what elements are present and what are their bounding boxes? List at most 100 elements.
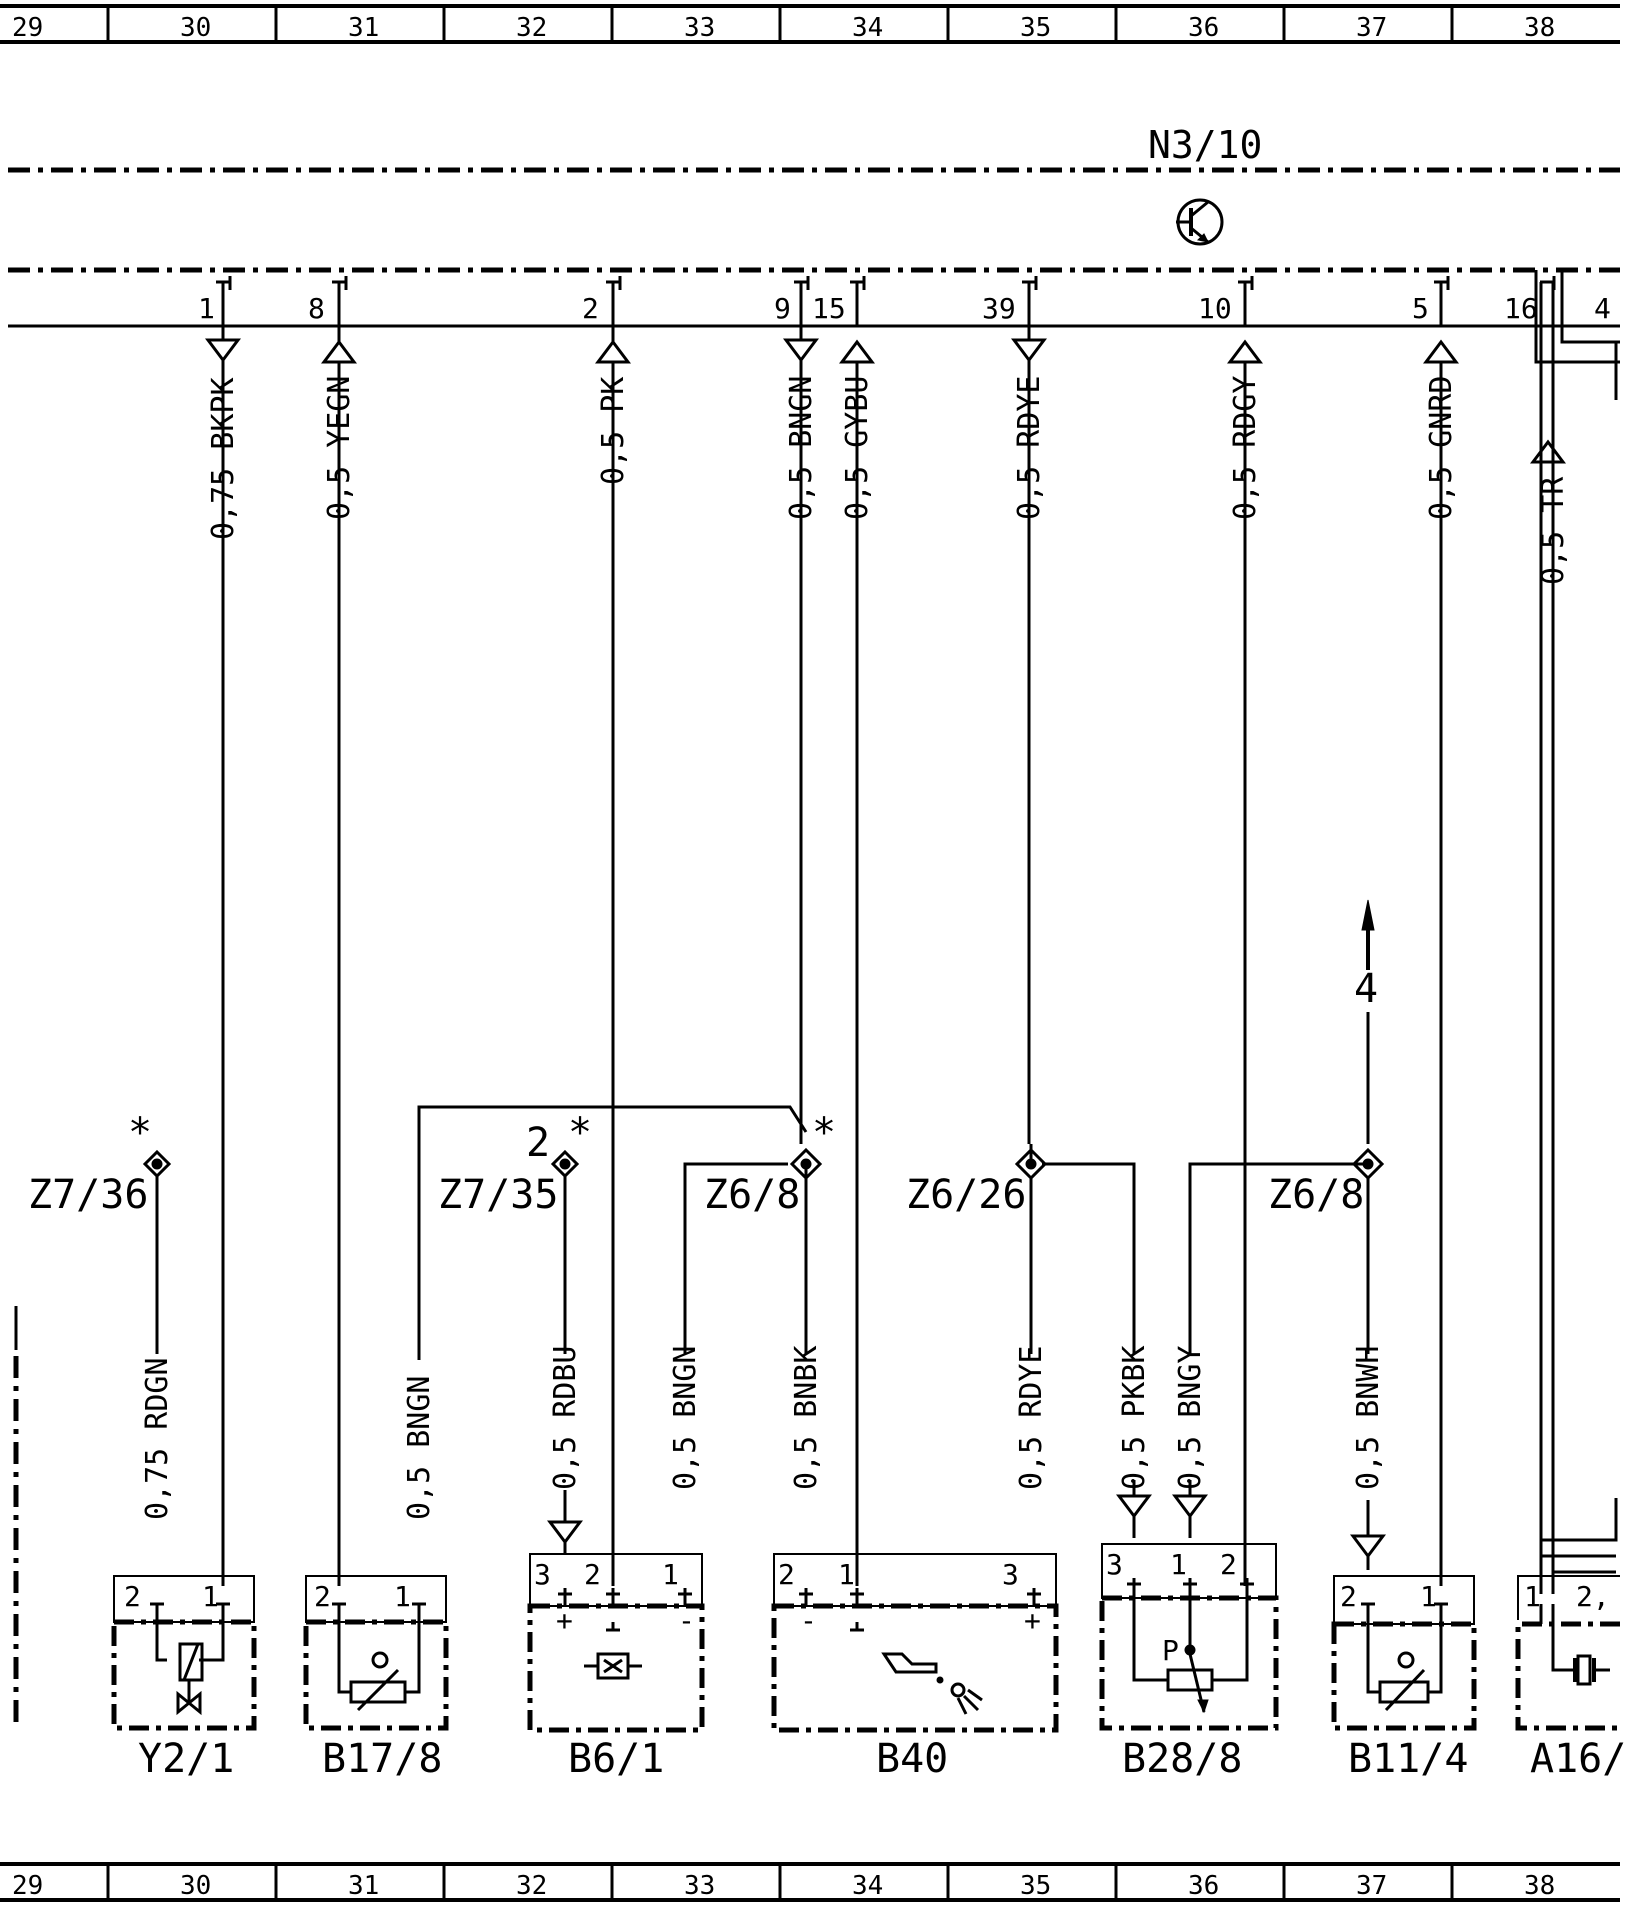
wire-label: 0,5 RDYE bbox=[1014, 1346, 1049, 1491]
wire-label: 0,5 BNGN bbox=[668, 1346, 703, 1491]
grid-number: 32 bbox=[516, 1871, 547, 1901]
pin-number: 1 bbox=[1170, 1548, 1187, 1581]
component-b11-4: 2 1 B11/4 bbox=[1331, 1575, 1477, 1782]
pin-number: 10 bbox=[1198, 292, 1232, 325]
wire-label: 0,75 RDGN bbox=[140, 1357, 175, 1520]
grid-number: 33 bbox=[684, 1871, 715, 1901]
wire-label: 0,5 TR bbox=[1536, 476, 1571, 585]
temperature-sensor-icon bbox=[1378, 1651, 1430, 1712]
arrow-up-icon bbox=[1530, 439, 1566, 464]
splice-point: * Z7/36 bbox=[28, 1110, 172, 1218]
top-grid-strip: 29 30 31 32 33 34 35 36 37 38 bbox=[0, 4, 1620, 44]
pin-number: 4 bbox=[1594, 292, 1611, 325]
pin-number: 16 bbox=[1504, 292, 1538, 325]
splice-point: Z6/8 bbox=[1268, 1147, 1385, 1218]
pin-number: 2, bbox=[1576, 1580, 1610, 1613]
grid-number: 36 bbox=[1188, 13, 1219, 43]
wire-label: 0,5 YEGN bbox=[322, 376, 357, 521]
splice-extra: 2 bbox=[526, 1120, 550, 1166]
arrow-down-icon bbox=[1172, 1494, 1208, 1519]
pin-number: 3 bbox=[1002, 1558, 1019, 1591]
transistor-icon bbox=[1176, 198, 1224, 246]
wire-label: 0,5 RDYE bbox=[1012, 376, 1047, 521]
splice-mark: * bbox=[568, 1110, 592, 1156]
pin-number: 3 bbox=[1106, 1548, 1123, 1581]
pin-number: 2 bbox=[778, 1558, 795, 1591]
component-y2-1: 2 1 Y2/1 bbox=[111, 1575, 257, 1782]
pin-number: 2 bbox=[124, 1580, 141, 1613]
component-b40: 2 1 3 - + B40 bbox=[771, 1553, 1059, 1782]
component-label: B28/8 bbox=[1122, 1736, 1242, 1782]
component-label: B40 bbox=[876, 1736, 948, 1782]
pin-number: 1 bbox=[394, 1580, 411, 1613]
arrow-down-icon bbox=[547, 1520, 583, 1545]
control-module-n3-10: N3/10 bbox=[8, 123, 1620, 328]
pin-number: 1 bbox=[838, 1558, 855, 1591]
oil-sensor-icon bbox=[881, 1652, 983, 1715]
pin-number: 2 bbox=[1340, 1580, 1357, 1613]
pin-number: 8 bbox=[308, 292, 325, 325]
wire-label: 0,5 GYBU bbox=[840, 376, 875, 521]
sensor-marker: P bbox=[1162, 1634, 1179, 1667]
splice-label: Z7/36 bbox=[28, 1172, 148, 1218]
grid-number: 31 bbox=[348, 1871, 379, 1901]
component-b17-8: 2 1 B17/8 bbox=[303, 1575, 449, 1782]
lower-wire-labels: 0,75 RDGN 0,5 BNGN 0,5 RDBU 0,5 BNGN 0,5… bbox=[140, 1346, 1386, 1521]
splice-wiring bbox=[155, 1105, 1370, 1360]
arrow-reference-label: 4 bbox=[1354, 966, 1378, 1012]
pin-number: 2 bbox=[582, 292, 599, 325]
component-a16: 1 2, A16/ bbox=[1515, 1575, 1626, 1782]
temperature-sensor-icon bbox=[349, 1651, 407, 1712]
polarity-sign: - bbox=[678, 1604, 695, 1637]
splice-label: Z7/35 bbox=[438, 1172, 558, 1218]
bottom-grid-strip: 29 30 31 32 33 34 35 36 37 38 bbox=[0, 1862, 1620, 1902]
grid-number: 35 bbox=[1020, 1871, 1051, 1901]
splice-label: Z6/8 bbox=[1268, 1172, 1364, 1218]
lower-arrows bbox=[547, 1480, 1386, 1570]
pin-number: 1 bbox=[198, 292, 215, 325]
pin-number: 1 bbox=[1524, 1580, 1541, 1613]
arrow-down-icon bbox=[783, 338, 819, 363]
pin-number: 3 bbox=[534, 1558, 551, 1591]
wire-label: 0,5 RDGY bbox=[1228, 376, 1263, 521]
grid-number: 37 bbox=[1356, 1871, 1387, 1901]
arrow-down-icon bbox=[1011, 338, 1047, 363]
module-label: N3/10 bbox=[1148, 123, 1262, 167]
pin-number: 1 bbox=[202, 1580, 219, 1613]
pin-number: 1 bbox=[1420, 1580, 1437, 1613]
wire-label: 0,5 BNBK bbox=[789, 1346, 824, 1491]
component-label: B6/1 bbox=[568, 1736, 664, 1782]
grid-number: 37 bbox=[1356, 13, 1387, 43]
splice-mark: * bbox=[128, 1110, 152, 1156]
arrow-up-icon bbox=[839, 339, 875, 364]
grid-number: 35 bbox=[1020, 13, 1051, 43]
component-label: Y2/1 bbox=[138, 1736, 234, 1782]
arrow-up-icon bbox=[1423, 339, 1459, 364]
component-b6-1: 3 2 1 + - B6/1 bbox=[527, 1553, 705, 1782]
wire-label: 0,5 BNGY bbox=[1173, 1346, 1208, 1491]
grid-number: 29 bbox=[12, 13, 43, 43]
wire-label: 0,5 BNWH bbox=[1351, 1346, 1386, 1491]
hall-sensor-icon bbox=[584, 1652, 642, 1680]
wire-label: 0,5 RDBU bbox=[548, 1346, 583, 1491]
wire-label: 0,5 GNRD bbox=[1424, 376, 1459, 521]
arrow-up-icon bbox=[1227, 339, 1263, 364]
wire-label: 0,5 BNGN bbox=[784, 376, 819, 521]
grid-number: 38 bbox=[1524, 1871, 1555, 1901]
reference-arrow: 4 bbox=[1354, 899, 1378, 1144]
grid-number: 29 bbox=[12, 1871, 43, 1901]
arrow-down-icon bbox=[1116, 1494, 1152, 1519]
grid-number: 38 bbox=[1524, 13, 1555, 43]
arrow-up-icon bbox=[321, 326, 357, 364]
arrow-down-icon bbox=[1350, 1534, 1386, 1559]
component-label: A16/ bbox=[1530, 1736, 1626, 1782]
pin-number: 2 bbox=[314, 1580, 331, 1613]
grid-number: 30 bbox=[180, 1871, 211, 1901]
component-label: B17/8 bbox=[322, 1736, 442, 1782]
pin-number: 5 bbox=[1412, 292, 1429, 325]
grid-number: 34 bbox=[852, 1871, 883, 1901]
wire-label: 0,75 BKPK bbox=[206, 377, 241, 540]
solenoid-valve-icon bbox=[176, 1642, 204, 1716]
wire-label: 0,5 PKBK bbox=[1117, 1346, 1152, 1491]
